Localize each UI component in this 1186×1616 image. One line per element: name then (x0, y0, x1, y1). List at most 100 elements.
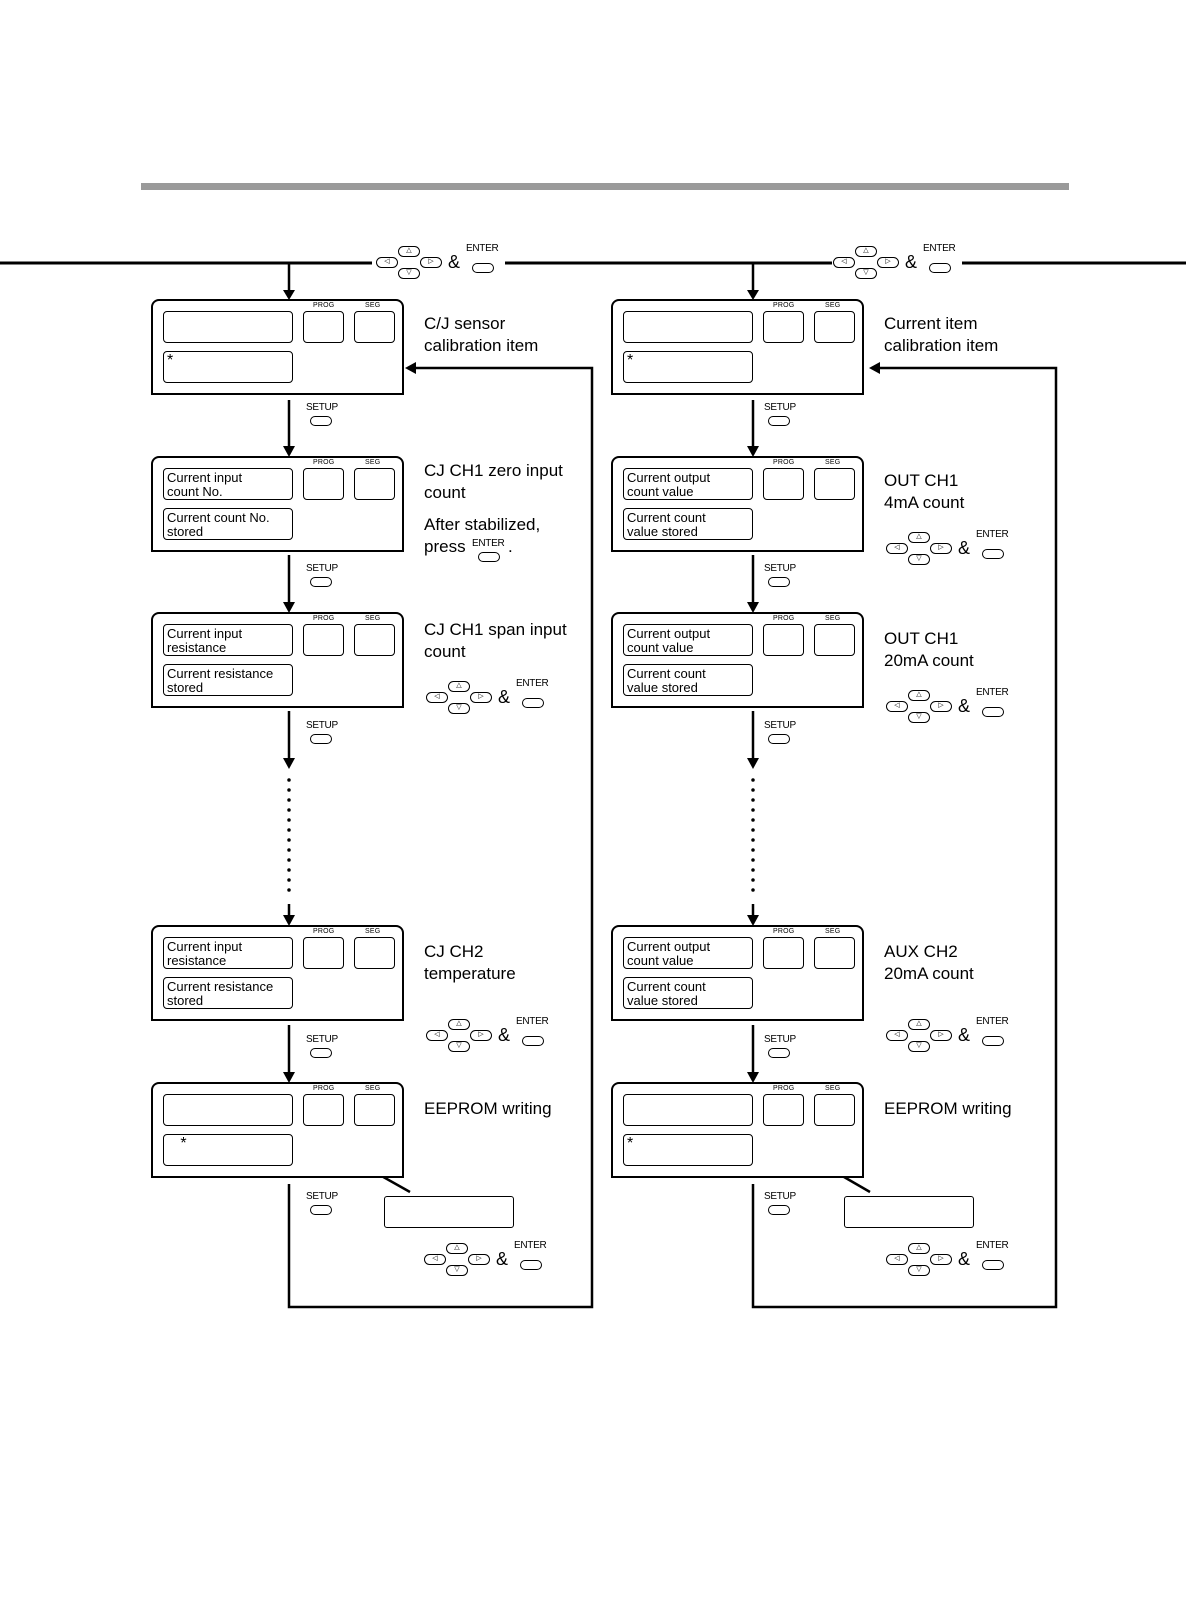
display-top: Current input count No. (163, 468, 293, 500)
down-key-icon[interactable]: ▽ (448, 1041, 470, 1052)
display-top (163, 311, 293, 343)
prog-indicator (303, 1094, 344, 1126)
prog-label: PROG (313, 615, 335, 622)
left-key-icon[interactable]: ◁ (424, 1254, 446, 1265)
seg-indicator (354, 468, 395, 500)
left-key-icon[interactable]: ◁ (376, 257, 398, 268)
seg-indicator (354, 937, 395, 969)
ampersand: & (498, 687, 511, 707)
enter-key-icon[interactable] (522, 1036, 544, 1046)
left-key-icon[interactable]: ◁ (886, 1254, 908, 1265)
right-key-icon[interactable]: ▷ (930, 543, 952, 554)
seg-indicator (814, 311, 855, 343)
seg-label: SEG (365, 1085, 381, 1092)
seg-label: SEG (825, 459, 841, 466)
ampersand: & (958, 1025, 971, 1045)
ampersand: & (958, 696, 971, 716)
display-panel-current-item: * PROG SEG (611, 299, 864, 395)
up-key-icon[interactable]: △ (908, 1243, 930, 1254)
setup-label: SETUP (306, 1034, 338, 1045)
note-period: . (508, 537, 513, 556)
prog-indicator (763, 468, 804, 500)
ampersand: & (958, 538, 971, 558)
enter-key-icon[interactable] (982, 1036, 1004, 1046)
right-key-icon[interactable]: ▷ (930, 701, 952, 712)
setup-key-icon[interactable] (768, 577, 790, 587)
up-key-icon[interactable]: △ (446, 1243, 468, 1254)
right-key-icon[interactable]: ▷ (930, 1030, 952, 1041)
down-key-icon[interactable]: ▽ (908, 1041, 930, 1052)
enter-key-icon[interactable] (520, 1260, 542, 1270)
left-key-icon[interactable]: ◁ (426, 692, 448, 703)
right-key-icon[interactable]: ▷ (930, 1254, 952, 1265)
prog-indicator (763, 311, 804, 343)
seg-label: SEG (365, 615, 381, 622)
down-key-icon[interactable]: ▽ (855, 268, 877, 279)
right-flow (747, 263, 1058, 1309)
display-panel-eeprom-right: * PROG SEG (611, 1082, 864, 1178)
down-key-icon[interactable]: ▽ (446, 1265, 468, 1276)
display-panel-eeprom-left: * PROG SEG (151, 1082, 404, 1178)
enter-key-icon[interactable] (982, 1260, 1004, 1270)
enter-key-icon[interactable] (478, 552, 500, 562)
setup-key-icon[interactable] (310, 1048, 332, 1058)
down-key-icon[interactable]: ▽ (448, 703, 470, 714)
enter-label: ENTER (923, 243, 956, 254)
right-key-icon[interactable]: ▷ (468, 1254, 490, 1265)
enter-key-icon[interactable] (929, 263, 951, 273)
left-key-icon[interactable]: ◁ (833, 257, 855, 268)
step-description: Current item calibration item (884, 314, 999, 355)
right-key-icon[interactable]: ▷ (420, 257, 442, 268)
prog-indicator (763, 937, 804, 969)
setup-key-icon[interactable] (310, 734, 332, 744)
down-key-icon[interactable]: ▽ (908, 554, 930, 565)
enter-label: ENTER (976, 1240, 1009, 1251)
left-key-icon[interactable]: ◁ (426, 1030, 448, 1041)
down-key-icon[interactable]: ▽ (908, 712, 930, 723)
display-bottom: Current count value stored (623, 977, 753, 1009)
setup-key-icon[interactable] (310, 416, 332, 426)
left-key-icon[interactable]: ◁ (886, 543, 908, 554)
seg-indicator (354, 311, 395, 343)
setup-key-icon[interactable] (768, 734, 790, 744)
up-key-icon[interactable]: △ (908, 1019, 930, 1030)
seg-label: SEG (825, 928, 841, 935)
enter-label: ENTER (516, 678, 549, 689)
down-key-icon[interactable]: ▽ (398, 268, 420, 279)
display-bottom: Current count value stored (623, 508, 753, 540)
setup-key-icon[interactable] (768, 1205, 790, 1215)
right-key-icon[interactable]: ▷ (470, 1030, 492, 1041)
up-key-icon[interactable]: △ (908, 532, 930, 543)
up-key-icon[interactable]: △ (908, 690, 930, 701)
left-key-icon[interactable]: ◁ (886, 701, 908, 712)
setup-key-icon[interactable] (768, 416, 790, 426)
setup-key-icon[interactable] (310, 1205, 332, 1215)
display-bottom: * (623, 351, 753, 383)
enter-key-icon[interactable] (982, 549, 1004, 559)
setup-label: SETUP (306, 563, 338, 574)
seg-label: SEG (365, 302, 381, 309)
down-key-icon[interactable]: ▽ (908, 1265, 930, 1276)
right-key-icon[interactable]: ▷ (877, 257, 899, 268)
up-key-icon[interactable]: △ (855, 246, 877, 257)
display-bottom: Current count No. stored (163, 508, 293, 540)
left-key-icon[interactable]: ◁ (886, 1030, 908, 1041)
prog-label: PROG (313, 1085, 335, 1092)
up-key-icon[interactable]: △ (448, 681, 470, 692)
prog-indicator (763, 624, 804, 656)
prog-indicator (303, 468, 344, 500)
setup-key-icon[interactable] (310, 577, 332, 587)
up-key-icon[interactable]: △ (398, 246, 420, 257)
enter-key-icon[interactable] (982, 707, 1004, 717)
enter-label: ENTER (514, 1240, 547, 1251)
display-panel-cj-ch2: Current input resistance Current resista… (151, 925, 404, 1021)
ampersand: & (905, 252, 918, 272)
enter-key-icon[interactable] (472, 263, 494, 273)
header-rule (141, 183, 1069, 190)
setup-key-icon[interactable] (768, 1048, 790, 1058)
enter-key-icon[interactable] (522, 698, 544, 708)
seg-indicator (814, 937, 855, 969)
step-description: CJ CH2 temperature (424, 942, 516, 983)
right-key-icon[interactable]: ▷ (470, 692, 492, 703)
up-key-icon[interactable]: △ (448, 1019, 470, 1030)
